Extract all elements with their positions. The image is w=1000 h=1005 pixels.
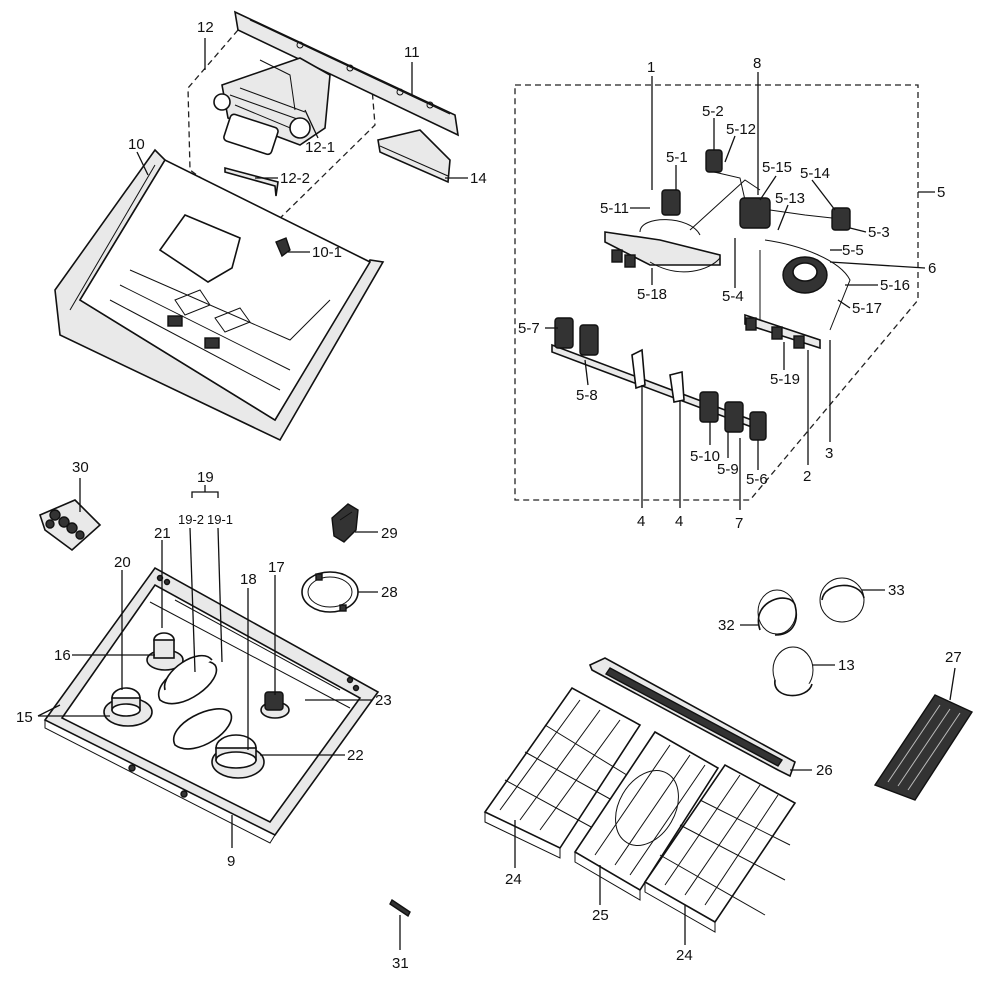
burner-part-21: [146, 632, 184, 671]
label-5-19: 5-19: [770, 371, 800, 388]
label-22: 22: [347, 747, 364, 764]
griddle-part-27: [873, 694, 974, 801]
label-5-5: 5-5: [842, 242, 864, 259]
label-29: 29: [381, 525, 398, 542]
burner-part-18: [211, 734, 265, 779]
label-4-a: 4: [637, 513, 645, 530]
label-14: 14: [470, 170, 487, 187]
control-bracket-part-11: [233, 10, 460, 137]
trim-part-26: [588, 657, 796, 778]
label-5-16: 5-16: [880, 277, 910, 294]
label-24-b: 24: [676, 947, 693, 964]
label-13: 13: [838, 657, 855, 674]
label-15: 15: [16, 709, 33, 726]
knob-kit-part-30: [39, 499, 102, 552]
label-12: 12: [197, 19, 214, 36]
label-5-15: 5-15: [762, 159, 792, 176]
grate-center-part-25: [573, 730, 720, 901]
label-5-4: 5-4: [722, 288, 744, 305]
label-1: 1: [647, 59, 655, 76]
ring-part-32: [757, 589, 797, 636]
label-5-12: 5-12: [726, 121, 756, 138]
label-30: 30: [72, 459, 89, 476]
leader-lines: [37, 38, 956, 950]
ring-part-13: [772, 646, 814, 697]
label-17: 17: [268, 559, 285, 576]
label-3: 3: [825, 445, 833, 462]
part-number-labels: 12 11 12-1 12-2 14 10 10-1 1 8 5-2 5-12 …: [16, 19, 962, 972]
gas-manifold-assembly: [604, 149, 851, 350]
label-7: 7: [735, 515, 743, 532]
label-18: 18: [240, 571, 257, 588]
label-24-a: 24: [505, 871, 522, 888]
manifold-pipe-part-5-8: [551, 317, 767, 441]
bracket-part-14: [377, 129, 451, 184]
label-5-2: 5-2: [702, 103, 724, 120]
ring-part-28: [301, 571, 359, 613]
group-5-outline: [514, 84, 919, 501]
label-5-1: 5-1: [666, 149, 688, 166]
manifold-block-part-12: [213, 57, 331, 156]
label-5: 5: [937, 184, 945, 201]
label-23: 23: [375, 692, 392, 709]
oval-burner-part-19: [157, 654, 233, 750]
label-5-8: 5-8: [576, 387, 598, 404]
grate-right-part-24: [643, 763, 797, 933]
clip-part-10-1: [275, 237, 291, 258]
label-26: 26: [816, 762, 833, 779]
label-10: 10: [128, 136, 145, 153]
label-19: 19: [197, 469, 214, 486]
label-2: 2: [803, 468, 811, 485]
label-5-9: 5-9: [717, 461, 739, 478]
label-19-2: 19-2: [178, 512, 204, 527]
label-20: 20: [114, 554, 131, 571]
label-6: 6: [928, 260, 936, 277]
label-5-3: 5-3: [868, 224, 890, 241]
label-11: 11: [404, 44, 420, 61]
label-5-13: 5-13: [775, 190, 805, 207]
cooktop-part-9: [43, 566, 380, 844]
label-33: 33: [888, 582, 905, 599]
ring-part-33: [819, 577, 865, 623]
label-5-17: 5-17: [852, 300, 882, 317]
label-32: 32: [718, 617, 735, 634]
label-21: 21: [154, 525, 171, 542]
label-10-1: 10-1: [312, 244, 342, 261]
label-5-18: 5-18: [637, 286, 667, 303]
rod-part-12-2: [224, 166, 279, 197]
burner-part-17: [260, 691, 290, 719]
label-12-2: 12-2: [280, 170, 310, 187]
screw-part-31: [389, 898, 411, 918]
label-28: 28: [381, 584, 398, 601]
label-16: 16: [54, 647, 71, 664]
grate-left-part-24: [483, 686, 642, 859]
label-12-1: 12-1: [305, 139, 335, 156]
label-8: 8: [753, 55, 761, 72]
label-5-7: 5-7: [518, 320, 540, 337]
label-9: 9: [227, 853, 235, 870]
label-4-b: 4: [675, 513, 683, 530]
label-5-6: 5-6: [746, 471, 768, 488]
label-5-11: 5-11: [600, 200, 629, 217]
label-25: 25: [592, 907, 609, 924]
group-12-outline: [187, 29, 376, 229]
label-19-1: 19-1: [207, 512, 233, 527]
burner-box-part-10: [54, 148, 385, 442]
label-5-10: 5-10: [690, 448, 720, 465]
label-31: 31: [392, 955, 409, 972]
clip-part-29: [331, 503, 359, 543]
burner-part-20: [103, 687, 153, 727]
label-5-14: 5-14: [800, 165, 830, 182]
label-27: 27: [945, 649, 962, 666]
